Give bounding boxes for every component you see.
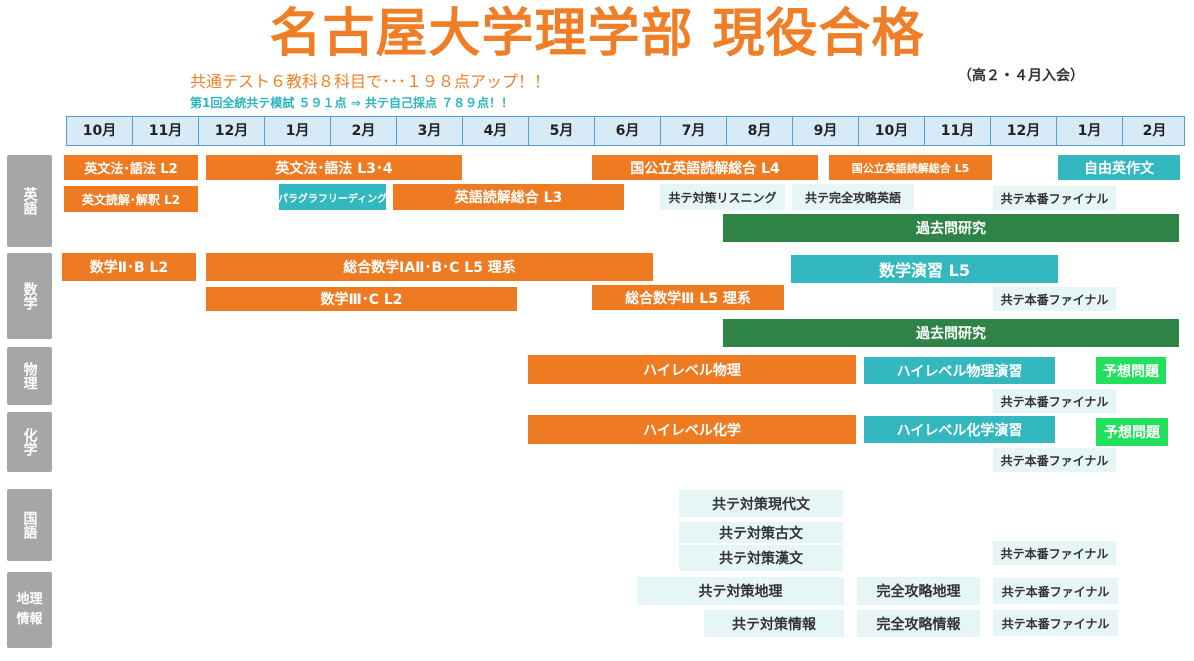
month-cell: 3月: [397, 117, 463, 145]
course-bar: ハイレベル化学演習: [864, 416, 1055, 443]
course-bar: 共テ完全攻略英語: [792, 184, 914, 210]
month-cell: 7月: [661, 117, 727, 145]
course-bar: 自由英作文: [1058, 155, 1180, 180]
month-cell: 12月: [991, 117, 1057, 145]
course-bar: 共テ本番ファイナル: [993, 578, 1118, 604]
month-cell: 2月: [1142, 123, 1167, 139]
course-bar: 共テ本番ファイナル: [993, 541, 1116, 565]
month-cell: 10月: [67, 117, 133, 145]
course-bar: 過去問研究: [723, 319, 1179, 347]
course-bar: 予想問題: [1096, 418, 1168, 446]
month-cell: 11月: [925, 117, 991, 145]
course-bar: パラグラフリーディング: [279, 184, 386, 210]
subject-label-japanese: 国語: [7, 489, 52, 561]
course-bar: 共テ対策古文: [679, 522, 843, 543]
course-bar: 国公立英語読解総合 L5: [829, 155, 992, 180]
course-bar: 共テ対策地理: [637, 577, 844, 605]
course-bar: ハイレベル化学: [528, 415, 856, 444]
course-bar: 英文読解･解釈 L2: [64, 186, 198, 212]
subject-label-physics: 物理: [7, 347, 52, 405]
course-bar: 共テ対策情報: [704, 610, 844, 637]
month-header-row: 10月 11月 12月 1月 2月 3月 4月 5月 6月 7月 8月 9月 1…: [66, 116, 1185, 146]
subject-label-chemistry: 化学: [7, 412, 52, 472]
month-cell: 11月: [133, 117, 199, 145]
course-bar: 英文法･語法 L3･4: [206, 155, 462, 180]
course-bar: 国公立英語読解総合 L4: [592, 155, 818, 180]
month-cell: 5月: [529, 117, 595, 145]
month-cell: 10月: [859, 117, 925, 145]
month-cell: 12月: [199, 117, 265, 145]
course-bar: 共テ対策漢文: [679, 545, 843, 571]
course-bar: 総合数学Ⅲ L5 理系: [592, 285, 784, 310]
subtitle: 共通テスト６教科８科目で･･･１９８点アップ！！: [190, 72, 551, 91]
course-bar: 予想問題: [1096, 357, 1166, 384]
course-bar: ハイレベル物理演習: [864, 357, 1055, 384]
course-bar: 完全攻略情報: [857, 610, 980, 637]
course-bar: 過去問研究: [723, 214, 1179, 242]
course-bar: 共テ本番ファイナル: [993, 389, 1116, 413]
month-cell: 4月: [463, 117, 529, 145]
month-cell: 9月: [793, 117, 859, 145]
course-bar: 共テ本番ファイナル: [993, 610, 1118, 636]
subject-label-english: 英語: [7, 155, 52, 247]
course-bar: ハイレベル物理: [528, 355, 856, 384]
score-line: 第1回全統共テ模試 ５９１点 ⇒ 共テ自己採点 ７８９点！！: [190, 96, 514, 110]
course-bar: 数学演習 L5: [791, 255, 1058, 283]
month-cell: 1月: [265, 117, 331, 145]
course-bar: 完全攻略地理: [857, 577, 980, 605]
month-cell: 1月: [1057, 117, 1123, 145]
course-bar: 英文法･語法 L2: [64, 155, 198, 180]
entry-note: （高２・４月入会）: [958, 68, 1084, 84]
course-bar: 共テ本番ファイナル: [993, 186, 1116, 210]
month-cell: 8月: [727, 117, 793, 145]
month-cell: 6月: [595, 117, 661, 145]
month-cell: 2月: [331, 117, 397, 145]
course-bar: 総合数学ⅠAⅡ･B･C L5 理系: [206, 253, 653, 281]
course-bar: 数学Ⅲ･C L2: [206, 287, 517, 311]
course-bar: 共テ本番ファイナル: [993, 287, 1116, 311]
course-bar: 共テ対策現代文: [679, 490, 843, 517]
page-title: 名古屋大学理学部 現役合格: [269, 4, 925, 64]
subject-label-math: 数学: [7, 253, 52, 339]
course-bar: 英語読解総合 L3: [393, 184, 624, 210]
course-bar: 共テ本番ファイナル: [993, 448, 1116, 472]
subject-label-geography-info: 地理情報: [7, 572, 52, 648]
course-bar: 数学Ⅱ･B L2: [62, 253, 196, 281]
course-bar: 共テ対策リスニング: [660, 184, 785, 210]
